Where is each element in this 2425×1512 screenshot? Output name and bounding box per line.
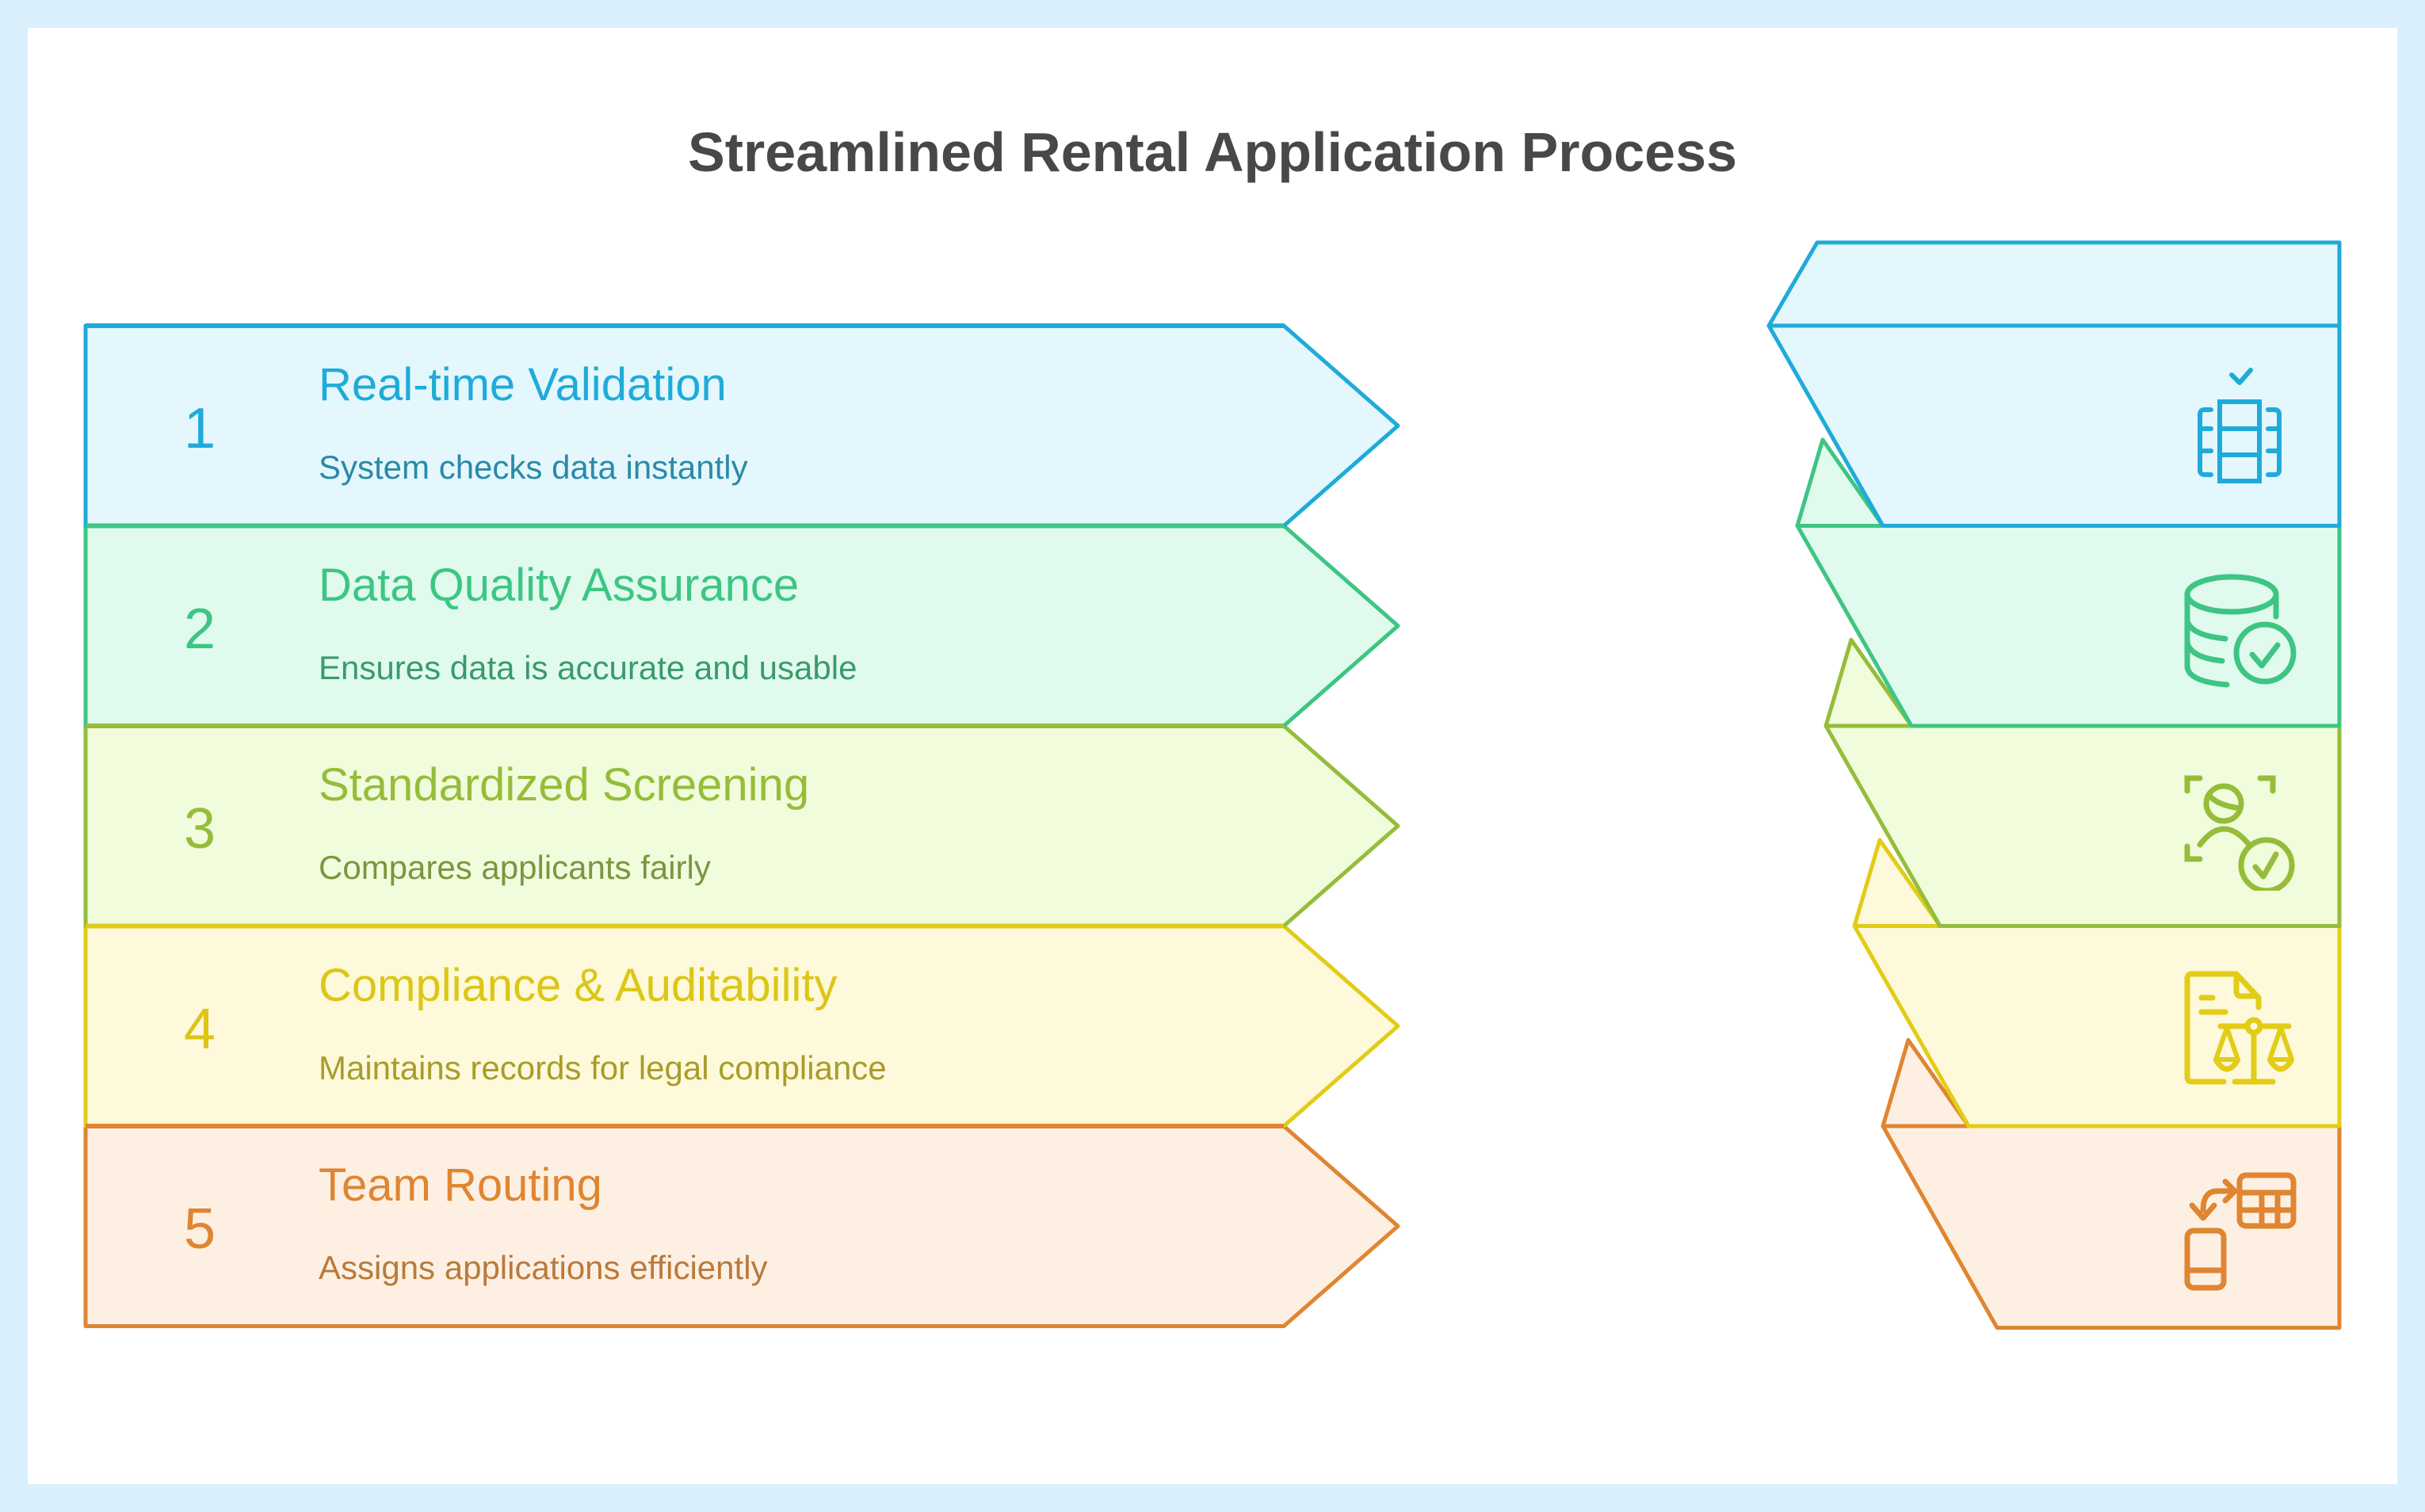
database-validation-icon [2176, 364, 2303, 491]
right-panel-step-1 [1766, 323, 2342, 528]
step-description-1: System checks data instantly [319, 449, 748, 486]
step-description-3: Compares applicants fairly [319, 849, 711, 886]
top-cap-fold [1766, 240, 2342, 328]
step-number-1: 1 [183, 397, 216, 460]
step-number-2: 2 [183, 597, 216, 661]
diagram-title: Streamlined Rental Application Process [688, 121, 1737, 183]
step-description-4: Maintains records for legal compliance [319, 1048, 887, 1086]
step-title-1: Real-time Validation [319, 359, 727, 410]
step-arrow-1 [83, 323, 1400, 528]
step-arrow-3 [83, 724, 1400, 928]
step-number-5: 5 [183, 1197, 216, 1261]
user-scan-check-icon [2176, 764, 2303, 894]
document-scales-icon [2176, 964, 2303, 1091]
step-arrow-2 [83, 524, 1400, 728]
database-check-icon [2176, 564, 2303, 691]
step-description-5: Assigns applications efficiently [319, 1249, 768, 1286]
step-arrow-5 [83, 1124, 1400, 1328]
step-arrow-4 [83, 924, 1400, 1128]
step-number-3: 3 [183, 797, 216, 861]
step-title-4: Compliance & Auditability [319, 959, 838, 1011]
step-title-3: Standardized Screening [319, 759, 810, 811]
device-table-transfer-icon [2176, 1164, 2303, 1291]
step-description-2: Ensures data is accurate and usable [319, 648, 857, 686]
step-title-5: Team Routing [319, 1159, 602, 1211]
step-number-4: 4 [183, 997, 216, 1061]
step-title-2: Data Quality Assurance [319, 559, 800, 611]
